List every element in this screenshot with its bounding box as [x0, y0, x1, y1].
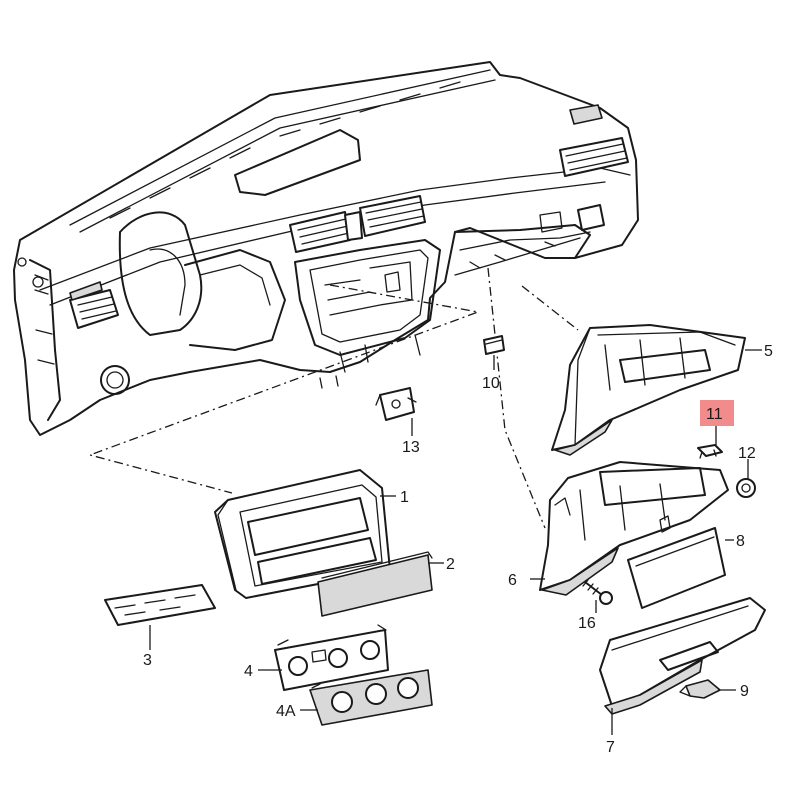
assembly-lines	[87, 267, 579, 529]
part-10-clip[interactable]	[483, 335, 505, 355]
part-11-retainer[interactable]	[697, 444, 723, 459]
callout-4a: 4A	[276, 703, 296, 720]
callout-9: 9	[740, 683, 749, 700]
callout-2: 2	[446, 556, 455, 573]
callout-8: 8	[736, 533, 745, 550]
callout-3: 3	[143, 652, 152, 669]
part-4a-climate-panel[interactable]	[309, 669, 433, 726]
callout-16: 16	[578, 615, 596, 632]
part-5-glovebox-housing[interactable]	[551, 324, 746, 456]
callout-13: 13	[402, 439, 420, 456]
callout-5: 5	[764, 343, 773, 360]
callout-1: 1	[400, 489, 409, 506]
part-13-bracket[interactable]	[375, 387, 417, 421]
part-2-cover-panel[interactable]	[317, 551, 433, 617]
part-6-glovebox-lower[interactable]	[539, 461, 729, 596]
part-12-plug[interactable]	[736, 478, 756, 498]
callout-7: 7	[606, 739, 615, 756]
callout-6: 6	[508, 572, 517, 589]
leader-lines	[149, 349, 762, 735]
dashboard-assembly	[13, 61, 639, 436]
callout-10: 10	[482, 375, 500, 392]
callout-12: 12	[738, 445, 756, 462]
part-9-latch[interactable]	[679, 679, 721, 699]
callout-11-highlight	[700, 400, 734, 426]
callout-11: 11	[706, 406, 723, 423]
part-1-radio-trim[interactable]	[214, 469, 391, 599]
callout-4: 4	[244, 663, 253, 680]
part-3-bracket-strip[interactable]	[104, 584, 216, 626]
part-16-screw[interactable]	[582, 579, 613, 605]
part-8-glovebox-liner[interactable]	[627, 527, 726, 609]
part-4-climate-panel[interactable]	[274, 624, 389, 691]
callout-labels: 1 2 3 4 4A 5 6 7 8 9 10 11 12 13 16	[143, 343, 773, 756]
